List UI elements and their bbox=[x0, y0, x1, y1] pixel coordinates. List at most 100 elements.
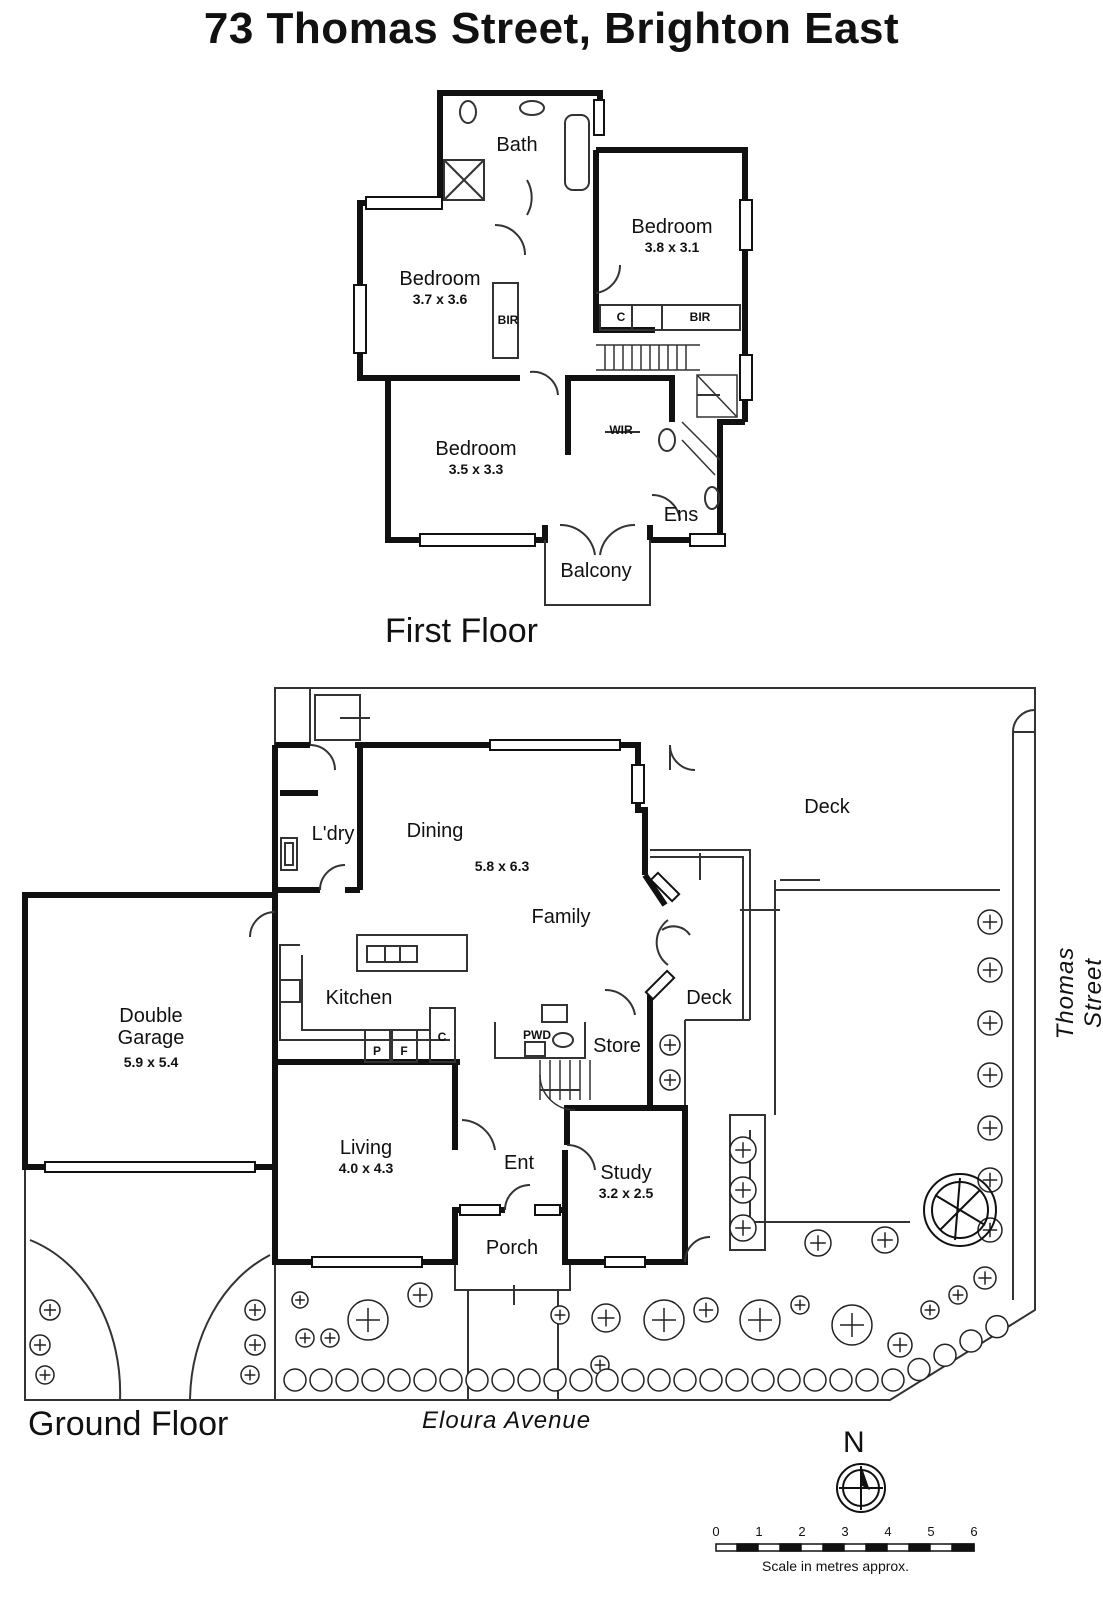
room-ent: Ent bbox=[503, 1152, 535, 1174]
scale-tick-4: 4 bbox=[884, 1524, 892, 1539]
shrub-detail bbox=[982, 914, 998, 930]
shrub-detail bbox=[295, 1295, 305, 1305]
shrub-detail bbox=[840, 1313, 864, 1337]
shrub-detail bbox=[982, 1015, 998, 1031]
shrub-detail bbox=[735, 1182, 751, 1198]
room-deck-2: Deck bbox=[686, 987, 732, 1009]
hedge-shrub-icon bbox=[387, 1368, 411, 1392]
north-label: N bbox=[843, 1426, 865, 1459]
hedge-shrub-icon bbox=[881, 1368, 905, 1392]
shrub-detail bbox=[356, 1308, 380, 1332]
hedge-shrub-icon bbox=[855, 1368, 879, 1392]
hedge-shrub-icon bbox=[803, 1368, 827, 1392]
site-boundary bbox=[24, 687, 1036, 1401]
hedge-shrub-icon bbox=[725, 1368, 749, 1392]
hedge-shrub-icon bbox=[543, 1368, 567, 1392]
room-ens: Ens bbox=[663, 504, 699, 526]
first-floor-walls bbox=[357, 90, 748, 543]
scale-caption: Scale in metres approx. bbox=[762, 1558, 910, 1574]
ground-floor-windows bbox=[44, 739, 681, 1268]
room-balcony: Balcony bbox=[560, 560, 632, 582]
hedge-shrub-icon bbox=[699, 1368, 723, 1392]
shrub-detail bbox=[299, 1332, 311, 1344]
shrub-detail bbox=[924, 1304, 936, 1316]
street-thomas: Thomas Street bbox=[1052, 946, 1103, 1040]
shrub-detail bbox=[877, 1232, 893, 1248]
hedge-shrub-icon bbox=[465, 1368, 489, 1392]
shrub-detail bbox=[664, 1074, 676, 1086]
room-bir-2: BIR bbox=[689, 310, 711, 324]
scale-tick-0: 0 bbox=[712, 1524, 720, 1539]
hedge-shrub-icon bbox=[829, 1368, 853, 1392]
large-tree bbox=[923, 1173, 997, 1247]
shrub-detail bbox=[735, 1142, 751, 1158]
shrub-detail bbox=[982, 1120, 998, 1136]
room-c-2: C bbox=[437, 1030, 447, 1044]
shrub-detail bbox=[412, 1287, 428, 1303]
first-floor-thin bbox=[443, 100, 741, 606]
room-kitchen: Kitchen bbox=[325, 987, 393, 1009]
shrub-detail bbox=[249, 1339, 261, 1351]
room-bath: Bath bbox=[496, 134, 538, 156]
ground-floor-thin bbox=[249, 394, 780, 1305]
shrub-detail bbox=[794, 1299, 806, 1311]
shrub-detail bbox=[652, 1308, 676, 1332]
room-pwd: PWD bbox=[523, 1028, 551, 1042]
hedge-shrub-icon bbox=[595, 1368, 619, 1392]
hedge-shrub-icon bbox=[985, 1314, 1009, 1339]
scale-tick-1: 1 bbox=[755, 1524, 763, 1539]
hedge-shrub-icon bbox=[777, 1368, 801, 1392]
shrub-detail bbox=[978, 1271, 992, 1285]
room-store: Store bbox=[593, 1035, 641, 1057]
first-floor-label: First Floor bbox=[385, 612, 538, 650]
shrub-detail bbox=[748, 1308, 772, 1332]
shrub-detail bbox=[39, 1369, 51, 1381]
shrub-detail bbox=[34, 1339, 46, 1351]
shrub-detail bbox=[982, 962, 998, 978]
room-deck-1: Deck bbox=[804, 796, 850, 818]
hedge-shrub-icon bbox=[283, 1368, 307, 1392]
shrub-detail bbox=[982, 1172, 998, 1188]
shrub-detail bbox=[249, 1304, 261, 1316]
room-ldry: L'dry bbox=[311, 823, 355, 845]
shrub-detail bbox=[735, 1220, 751, 1236]
room-fridge: F bbox=[400, 1044, 408, 1058]
shrub-detail bbox=[982, 1067, 998, 1083]
first-floor-windows bbox=[353, 99, 753, 547]
garden-shrubs bbox=[29, 909, 1009, 1392]
page-title: 73 Thomas Street, Brighton East bbox=[203, 4, 900, 53]
shrub-detail bbox=[810, 1235, 826, 1251]
hedge-shrub-icon bbox=[933, 1343, 957, 1367]
room-family: Family bbox=[531, 906, 591, 928]
shrub-detail bbox=[244, 1369, 256, 1381]
scale-tick-3: 3 bbox=[841, 1524, 849, 1539]
hedge-shrub-icon bbox=[569, 1368, 593, 1392]
shrub-detail bbox=[324, 1332, 336, 1344]
shrub-detail bbox=[952, 1289, 964, 1301]
hedge-shrub-icon bbox=[491, 1368, 515, 1392]
shrub-detail bbox=[698, 1302, 714, 1318]
hedge-shrub-icon bbox=[959, 1329, 983, 1353]
shrub-detail bbox=[44, 1304, 56, 1316]
hedge-shrub-icon bbox=[309, 1368, 333, 1392]
scale-tick-5: 5 bbox=[927, 1524, 935, 1539]
hedge-shrub-icon bbox=[673, 1368, 697, 1392]
room-porch: Porch bbox=[485, 1237, 539, 1259]
room-pantry: P bbox=[372, 1044, 382, 1058]
hedge-shrub-icon bbox=[751, 1368, 775, 1392]
scale-tick-6: 6 bbox=[970, 1524, 978, 1539]
shrub-detail bbox=[554, 1309, 566, 1321]
shrub-detail bbox=[664, 1039, 676, 1051]
street-eloura: Eloura Avenue bbox=[422, 1407, 592, 1434]
shrub-detail bbox=[892, 1337, 908, 1353]
shrub-detail bbox=[594, 1359, 606, 1371]
hedge-shrub-icon bbox=[647, 1368, 671, 1392]
hedge-shrub-icon bbox=[335, 1368, 359, 1392]
